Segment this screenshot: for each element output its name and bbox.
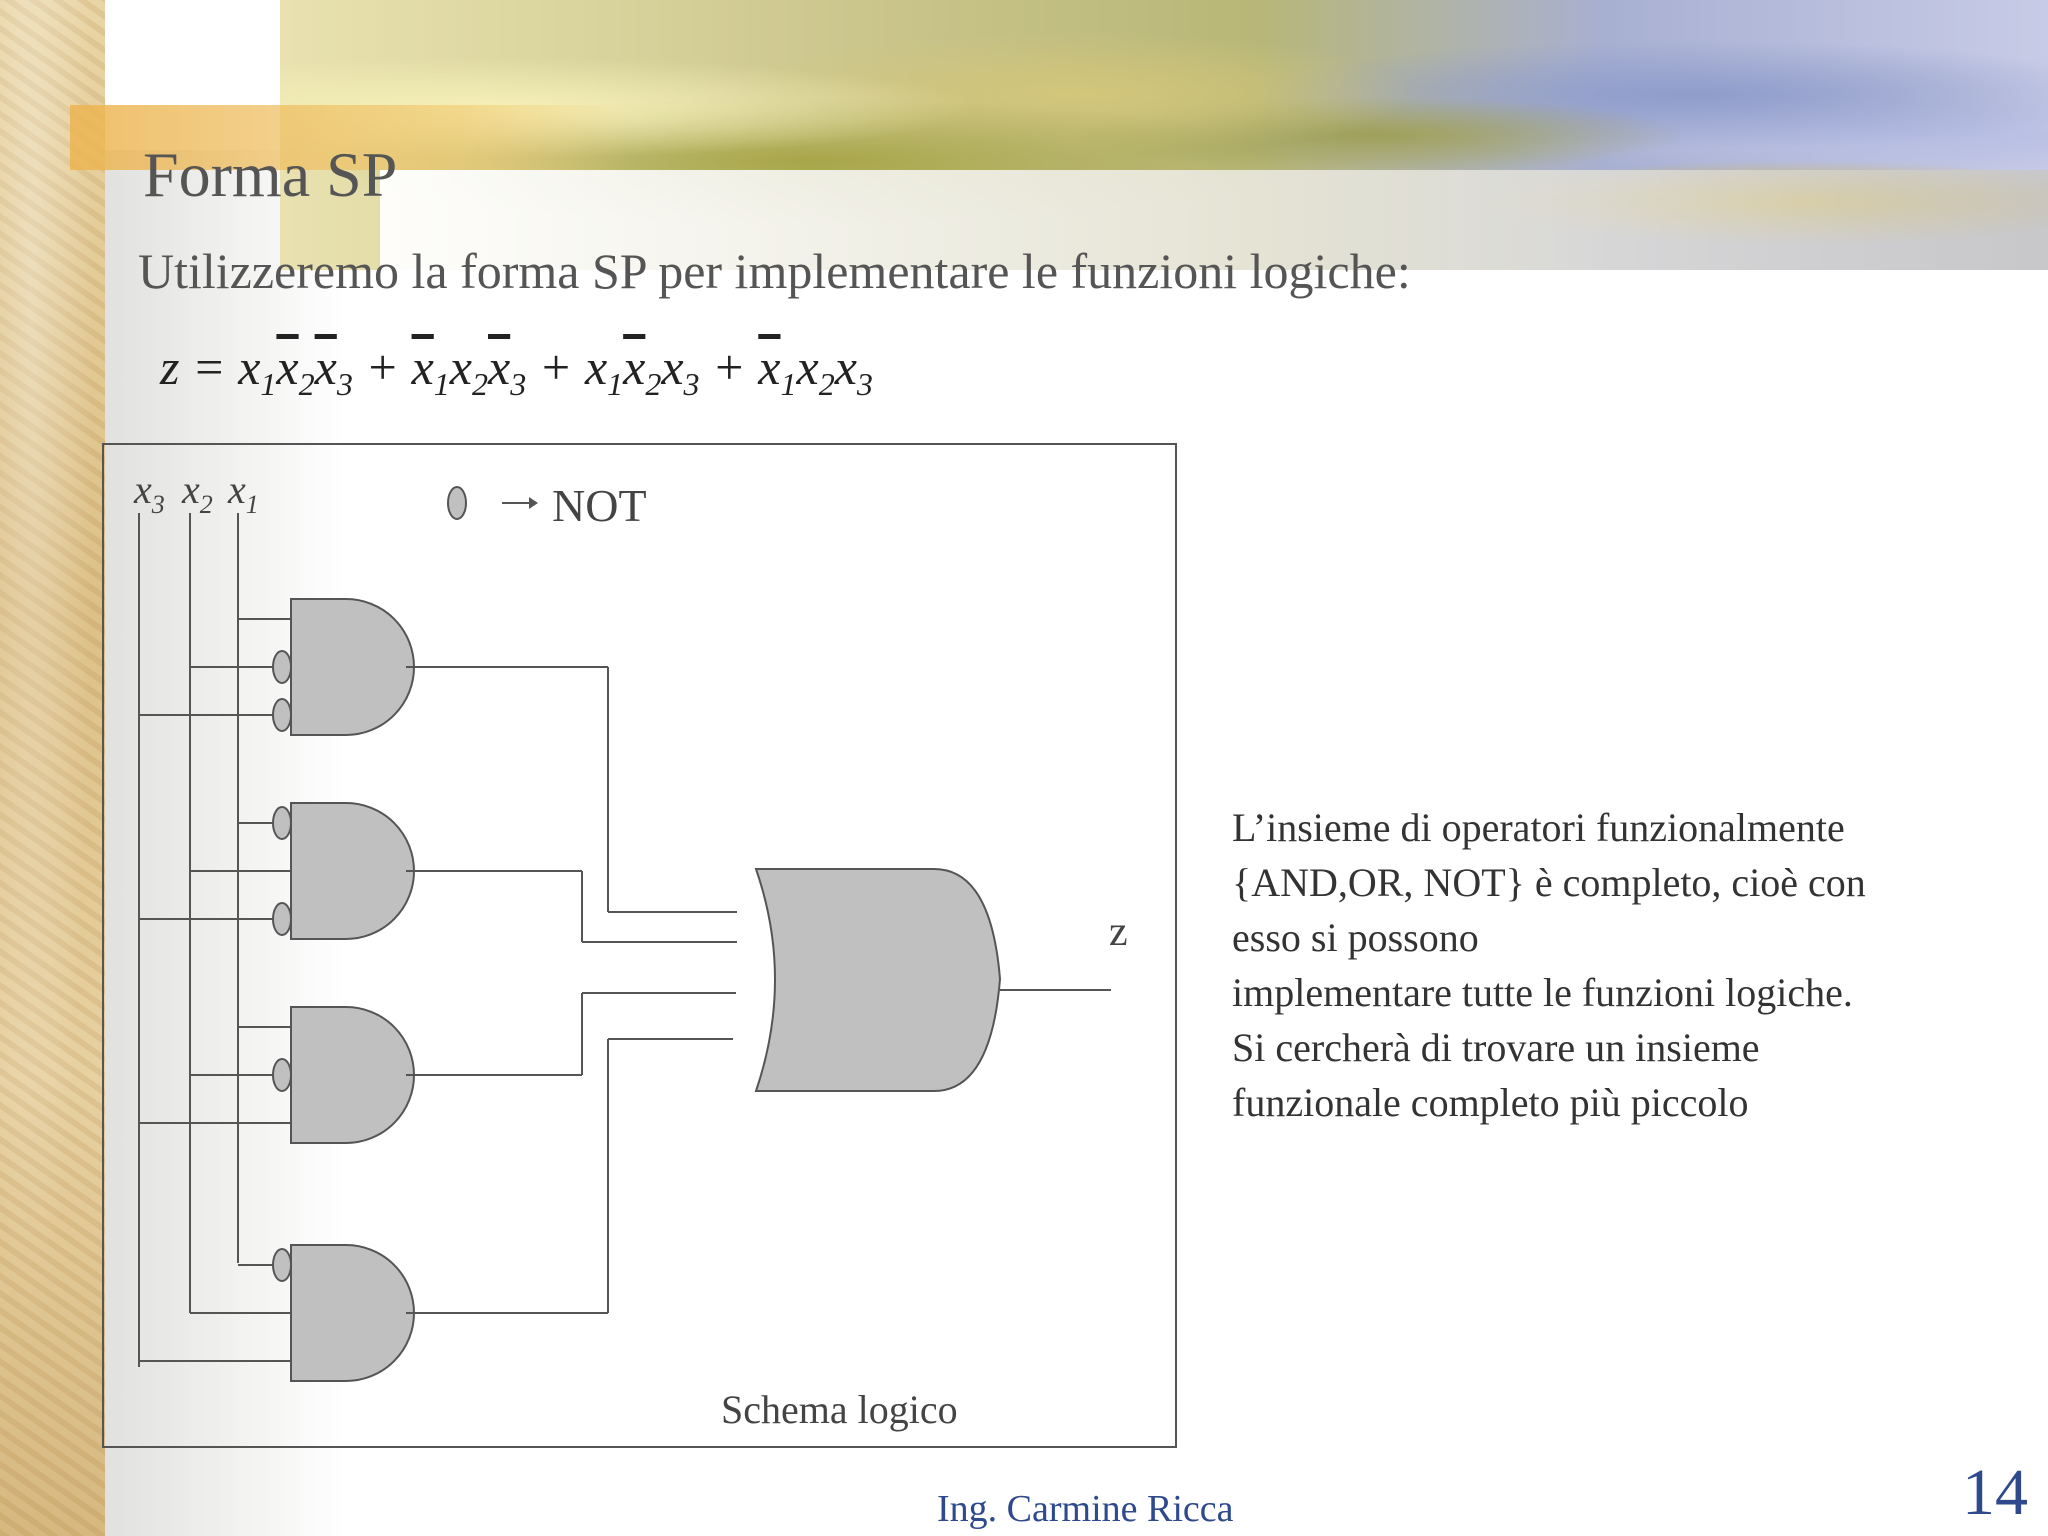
left-texture-band <box>0 0 105 1536</box>
slide-subtitle: Utilizzeremo la forma SP per implementar… <box>138 243 1411 299</box>
legend-arrow-icon <box>529 497 538 509</box>
formula-literal: x3 <box>834 339 873 402</box>
formula-term: x1x2x3 <box>584 339 700 402</box>
banner-white-band <box>380 170 2048 270</box>
formula-plus: + <box>526 339 585 395</box>
formula-literal: x3 <box>314 339 353 402</box>
input-label: x2 <box>181 467 213 519</box>
input-label: x3 <box>133 467 165 519</box>
not-bubble-icon <box>272 902 292 936</box>
formula-literal: x1 <box>238 339 277 402</box>
not-bubble-icon <box>272 806 292 840</box>
formula-term: x1x2x3 <box>411 339 527 402</box>
side-line: implementare tutte le funzioni logiche. <box>1232 970 1853 1015</box>
formula-literal: x3 <box>661 339 700 402</box>
and-gate <box>290 802 415 940</box>
not-bubble-icon <box>447 486 467 520</box>
formula-lhs: z <box>160 339 180 395</box>
formula-term: x1x2x3 <box>238 339 353 402</box>
formula-literal: x2 <box>276 339 315 402</box>
and-gate <box>290 1244 415 1382</box>
not-bubble-icon <box>272 650 292 684</box>
sp-formula: z = x1x2x3 + x1x2x3 + x1x2x3 + x1x2x3 <box>160 338 873 403</box>
formula-terms: x1x2x3 + x1x2x3 + x1x2x3 + x1x2x3 <box>238 339 873 402</box>
side-line: L’insieme di operatori funzionalmente <box>1232 805 1845 850</box>
formula-literal: x2 <box>623 339 662 402</box>
not-bubble-icon <box>272 698 292 732</box>
formula-literal: x1 <box>584 339 624 402</box>
not-bubble-icon <box>272 1248 292 1282</box>
banner-orange-strip <box>70 105 630 170</box>
formula-literal: x1 <box>758 339 797 402</box>
and-gate <box>290 598 415 736</box>
side-line: esso si possono <box>1232 915 1479 960</box>
formula-literal: x3 <box>487 339 527 402</box>
and-gate <box>290 1006 415 1144</box>
formula-literal: x1 <box>411 339 450 402</box>
legend-not-label: NOT <box>552 480 647 531</box>
or-gate <box>754 868 1002 1092</box>
diagram-caption: Schema logico <box>721 1387 958 1432</box>
formula-literal: x2 <box>796 339 835 402</box>
formula-plus: + <box>352 339 412 395</box>
output-label-z: z <box>1109 909 1128 955</box>
side-line: {AND,OR, NOT} è completo, cioè con <box>1232 860 1866 905</box>
formula-equals: = <box>191 339 239 395</box>
side-explanation: L’insieme di operatori funzionalmente {A… <box>1232 800 1992 1130</box>
side-line: funzionale completo più piccolo <box>1232 1080 1749 1125</box>
formula-term: x1x2x3 <box>758 339 873 402</box>
not-bubble-icon <box>272 1058 292 1092</box>
page-number: 14 <box>1962 1456 2028 1529</box>
formula-literal: x2 <box>449 339 488 402</box>
footer-author: Ing. Carmine Ricca <box>937 1488 1234 1530</box>
slide-title: Forma SP <box>143 139 398 210</box>
formula-plus: + <box>699 339 759 395</box>
side-line: Si cercherà di trovare un insieme <box>1232 1025 1760 1070</box>
input-label: x1 <box>227 467 259 519</box>
